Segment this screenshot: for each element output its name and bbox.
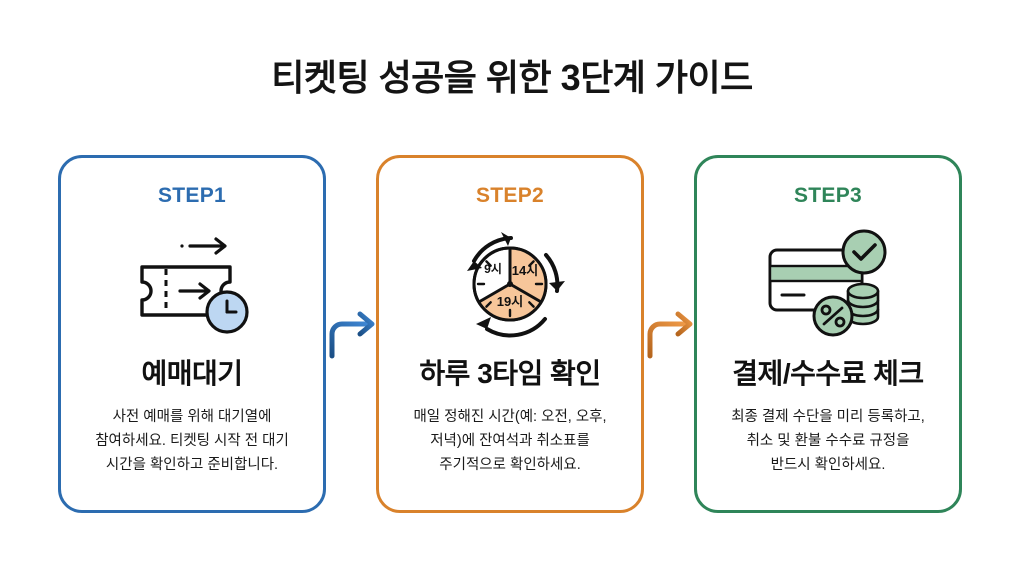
step-heading-1: 예매대기 — [141, 358, 243, 389]
elbow-arrow-right-icon — [647, 311, 693, 359]
clock-segment-label-9: 9시 — [484, 262, 502, 276]
step-description-1: 사전 예매를 위해 대기열에 참여하세요. 티켓팅 시작 전 대기 시간을 확인… — [95, 409, 289, 474]
ticket-clock-icon — [140, 237, 249, 334]
credit-card-coins-check-icon — [768, 229, 887, 337]
elbow-arrow-right-icon — [329, 311, 375, 359]
steps-container: STEP1 — [0, 155, 1024, 515]
step-description-2: 매일 정해진 시간(예: 오전, 오후, 저녁)에 잔여석과 취소표를 주기적으… — [413, 409, 607, 474]
arrow-step1-to-step2 — [324, 300, 384, 360]
step-card-1[interactable]: STEP1 — [58, 155, 326, 513]
step-description-3: 최종 결제 수단을 미리 등록하고, 취소 및 환불 수수료 규정을 반드시 확… — [731, 409, 925, 474]
clock-segment-label-19: 19시 — [497, 294, 523, 309]
step-label-2: STEP2 — [475, 184, 545, 207]
page-title: 티켓팅 성공을 위한 3단계 가이드 — [271, 57, 753, 98]
step-label-1: STEP1 — [157, 184, 227, 207]
step-card-3[interactable]: STEP3 — [694, 155, 962, 513]
step-icon-2-wrap: 9시 14시 19시 — [445, 224, 575, 344]
step-label-3: STEP3 — [793, 184, 863, 207]
step-icon-3-wrap — [760, 224, 896, 344]
clock-segment-label-14: 14시 — [512, 263, 538, 278]
arrow-step2-to-step3 — [642, 300, 702, 360]
step-heading-2: 하루 3타임 확인 — [419, 358, 601, 389]
rotating-clock-icon: 9시 14시 19시 — [467, 232, 565, 338]
step-card-2[interactable]: STEP2 — [376, 155, 644, 513]
step-heading-3: 결제/수수료 체크 — [732, 358, 924, 389]
step-icon-1-wrap — [128, 224, 256, 344]
